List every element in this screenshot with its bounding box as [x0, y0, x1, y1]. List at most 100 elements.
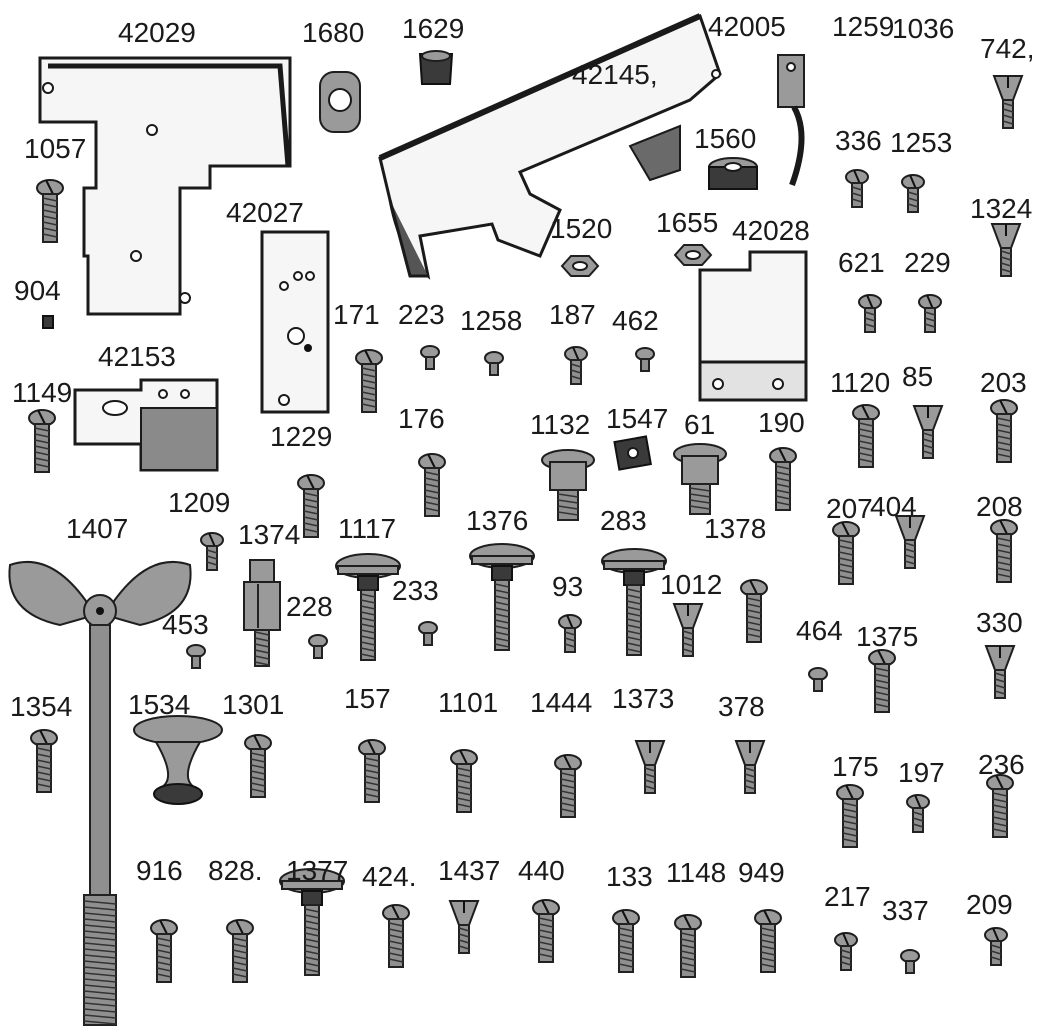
part-screw-small-187: [564, 346, 588, 385]
part-stud-wide-1132: [541, 449, 595, 521]
part-number-label: 176: [398, 403, 445, 434]
part-screw-long-203: [990, 399, 1018, 463]
part-thumb-screw-1377: [279, 868, 345, 976]
part-number-label: 440: [518, 855, 565, 886]
part-hex-nut-1655: [673, 244, 713, 266]
part-number-label: 85: [902, 361, 933, 392]
part-number-label: 1301: [222, 689, 284, 720]
part-screw-small-209: [984, 927, 1008, 966]
part-number-label: 424.: [362, 861, 417, 892]
part-screw-long-1120: [852, 404, 880, 468]
part-number-label: 1444: [530, 687, 592, 718]
part-screw-long-1057: [36, 179, 64, 243]
part-screw-long-236: [986, 774, 1014, 838]
part-number-label: 42029: [118, 17, 196, 48]
part-number-label: 203: [980, 367, 1027, 398]
part-number-label: 1534: [128, 689, 190, 720]
part-screw-long-828: [226, 919, 254, 983]
part-number-label: 1354: [10, 691, 72, 722]
part-screw-long-133: [612, 909, 640, 973]
part-number-label: 175: [832, 751, 879, 782]
part-number-label: 1057: [24, 133, 86, 164]
part-number-label: 42027: [226, 197, 304, 228]
part-number-label: 42005: [708, 11, 786, 42]
part-screw-mini-228: [308, 634, 328, 659]
part-screw-mini-464: [808, 667, 828, 692]
part-screw-long-949: [754, 909, 782, 973]
part-number-label: 949: [738, 857, 785, 888]
part-number-label: 462: [612, 305, 659, 336]
part-number-label: 207: [826, 493, 873, 524]
part-number-label: 1378: [704, 513, 766, 544]
part-number-label: 1101: [438, 687, 498, 718]
part-number-label: 1560: [694, 123, 756, 154]
part-number-label: 1117: [338, 513, 396, 544]
part-number-label: 42145,: [572, 59, 658, 90]
part-number-label: 904: [14, 275, 61, 306]
part-nut-1629: [418, 50, 454, 85]
part-screw-long-1378: [740, 579, 768, 643]
part-screw-small-217: [834, 932, 858, 971]
part-number-label: 209: [966, 889, 1013, 920]
part-screw-long-1444: [554, 754, 582, 818]
part-number-label: 1012: [660, 569, 722, 600]
part-screw-long-1301: [244, 734, 272, 798]
part-screw-long-208: [990, 519, 1018, 583]
part-number-label: 1120: [830, 367, 890, 398]
part-screw-long-440: [532, 899, 560, 963]
part-screw-small-197: [906, 794, 930, 833]
part-thumb-screw-283: [601, 548, 667, 656]
part-screw-cone-85: [912, 405, 944, 459]
part-spring-clip-42005: [777, 54, 805, 187]
part-screw-long-171: [355, 349, 383, 413]
part-knob-1534: [133, 715, 223, 805]
part-number-label: 621: [838, 247, 885, 278]
part-screw-long-207: [832, 521, 860, 585]
part-number-label: 1376: [466, 505, 528, 536]
part-screw-cone-404: [894, 515, 926, 569]
part-number-label: 42028: [732, 215, 810, 246]
part-number-label: 1209: [168, 487, 230, 518]
part-screw-long-1101: [450, 749, 478, 813]
part-screw-small-1253: [901, 174, 925, 213]
part-screw-small-229: [918, 294, 942, 333]
part-number-label: 1375: [856, 621, 918, 652]
part-number-label: 157: [344, 683, 391, 714]
part-screw-long-1354: [30, 729, 58, 793]
part-number-label: 187: [549, 299, 596, 330]
part-screw-long-424: [382, 904, 410, 968]
part-number-label: 1377: [286, 855, 348, 886]
part-number-label: 1149: [12, 377, 72, 408]
part-number-label: 1520: [550, 213, 612, 244]
part-number-label: 828.: [208, 855, 263, 886]
part-screw-mini-223: [420, 345, 440, 370]
part-number-label: 1148: [666, 857, 726, 888]
part-number-label: 1680: [302, 17, 364, 48]
part-screw-mini-337: [900, 949, 920, 974]
part-number-label: 464: [796, 615, 843, 646]
part-number-label: 93: [552, 571, 583, 602]
part-number-label: 1655: [656, 207, 718, 238]
part-hex-stud-1374: [243, 559, 281, 667]
part-number-label: 208: [976, 491, 1023, 522]
part-number-label: 1259: [832, 11, 894, 42]
part-number-label: 453: [162, 609, 209, 640]
part-number-label: 1437: [438, 855, 500, 886]
part-number-label: 1324: [970, 193, 1032, 224]
part-screw-long-916: [150, 919, 178, 983]
part-number-label: 330: [976, 607, 1023, 638]
part-screw-long-1375: [868, 649, 896, 713]
part-number-label: 337: [882, 895, 929, 926]
part-collar-1560: [708, 157, 758, 190]
part-number-label: 133: [606, 861, 653, 892]
part-plate-square-42028: [698, 250, 808, 402]
part-screw-small-93: [558, 614, 582, 653]
part-cover-plate-42145: [378, 13, 722, 280]
part-number-label: 378: [718, 691, 765, 722]
part-screw-long-1229: [297, 474, 325, 538]
part-screw-long-157: [358, 739, 386, 803]
part-stud-wide-61: [673, 443, 727, 515]
part-screw-cone-330: [984, 645, 1016, 699]
part-wing-bolt-1407: [8, 560, 192, 1026]
